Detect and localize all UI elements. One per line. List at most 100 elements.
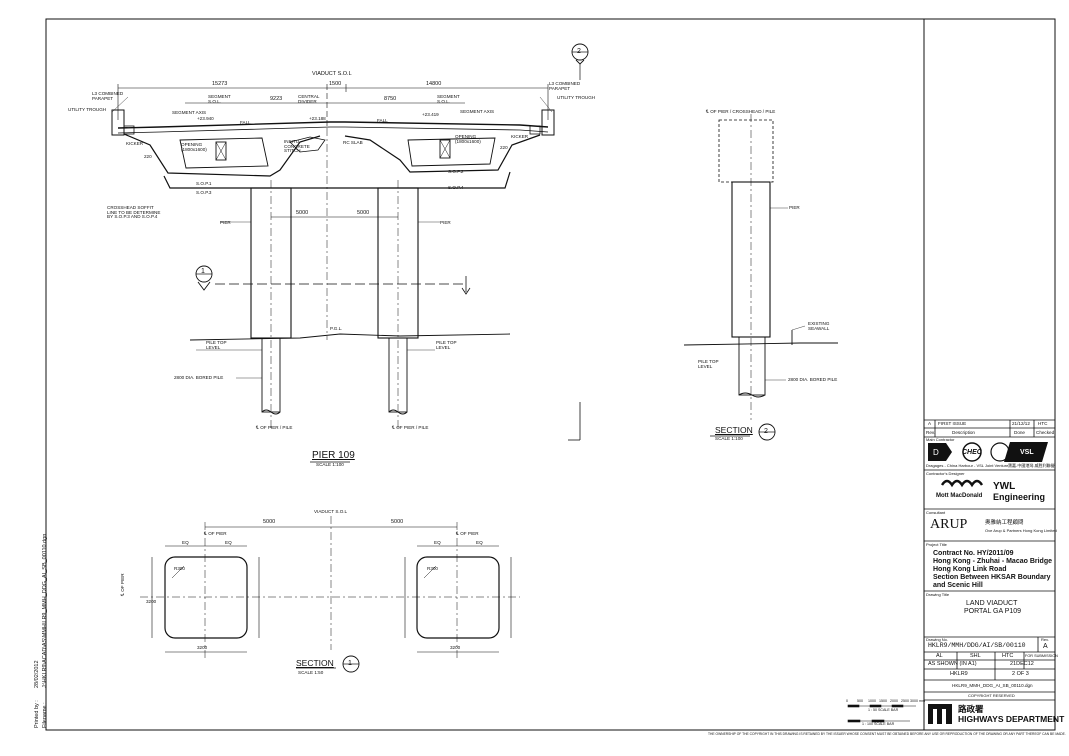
drawing-no-label: Drawing No. bbox=[926, 637, 949, 642]
l3-parapet-left: L3 COMBINED PARAPET bbox=[92, 91, 124, 101]
l3-parapet-right: L3 COMBINED PARAPET bbox=[549, 81, 581, 91]
hyd-logo bbox=[928, 704, 952, 724]
project-label: Project Title bbox=[926, 542, 947, 547]
fall-left: FALL bbox=[240, 120, 251, 125]
section1-title: SECTION bbox=[296, 658, 334, 668]
dim-mid: 1500 bbox=[329, 81, 342, 87]
section1-num: 1 bbox=[348, 660, 352, 667]
hyd-en: HIGHWAYS DEPARTMENT bbox=[958, 714, 1065, 724]
jv-logo-2: CHEC bbox=[962, 449, 982, 456]
dim-seg-left: 9223 bbox=[270, 96, 283, 102]
section2-num: 2 bbox=[764, 428, 768, 435]
designer-label: Contractor's Designer bbox=[926, 471, 965, 476]
segment-sol-right: SEGMENT S.O.L. bbox=[437, 94, 460, 104]
cl-pier-pile-right: ℄ OF PIER / PILE bbox=[392, 425, 429, 430]
sop-3: S.O.P.3 bbox=[196, 190, 212, 195]
project-line-4: and Scenic Hill bbox=[933, 582, 983, 589]
pier-label-right: PIER bbox=[440, 220, 451, 225]
drawing-title-label: Drawing Title bbox=[926, 592, 950, 597]
cad-file: HKLR9_MMH_DDG_AI_SB_00110.dgn bbox=[952, 683, 1033, 688]
sop-4: S.O.P.4 bbox=[448, 185, 464, 190]
section1-dim-5000a: 5000 bbox=[263, 519, 276, 525]
r300-left: R300 bbox=[174, 566, 185, 571]
pile-top-left: PILE TOP LEVEL bbox=[206, 340, 227, 350]
central-divider: CENTRAL DIVIDER bbox=[298, 94, 320, 104]
scale-bar-label: 1 : 50 SCALE BAR bbox=[868, 708, 899, 712]
section2-pile-top: PILE TOP LEVEL bbox=[698, 359, 719, 369]
scale-tick-6: 3000 mm bbox=[910, 699, 925, 703]
scale-tick-2: 1000 bbox=[868, 699, 876, 703]
title-block-lines bbox=[924, 419, 1055, 701]
scale-bar bbox=[847, 704, 916, 723]
scale-tick-0: 0 bbox=[846, 699, 848, 703]
section2-scale: SCALE 1:100 bbox=[715, 436, 743, 441]
drawn-by: AL bbox=[936, 653, 943, 659]
ywl-2: Engineering bbox=[993, 492, 1046, 502]
rev-value: A bbox=[1043, 643, 1048, 650]
dim-3200-left: 3200 bbox=[197, 645, 208, 650]
pier-scale: SCALE 1:100 bbox=[316, 462, 344, 467]
crosshead-note: CROSSHEAD SOFFIT LINE TO BE DETERMINE BY… bbox=[107, 205, 161, 220]
sheet-border bbox=[45, 18, 1056, 731]
pier-title: PIER 109 bbox=[312, 450, 355, 461]
designed-by: SHL bbox=[970, 653, 981, 659]
footer-copyright-note: THE OWNERSHIP OF THE COPYRIGHT IN THIS D… bbox=[708, 732, 1066, 736]
copyright-reserved: COPYRIGHT RESERVED bbox=[968, 693, 1015, 698]
dim-right: 14800 bbox=[426, 81, 442, 87]
sop-1: S.O.P.1 bbox=[196, 181, 212, 186]
scale-tick-4: 2000 bbox=[890, 699, 898, 703]
filename-label: Filename : bbox=[42, 702, 48, 728]
scale-tick-1: 500 bbox=[857, 699, 863, 703]
segment-sol-left: SEGMENT S.O.L. bbox=[208, 94, 231, 104]
scale-bar-label-2: 1 : 100 SCALE BAR bbox=[862, 722, 895, 726]
eq-top-right-a: EQ bbox=[434, 540, 441, 545]
segment-axis-right: SEGMENT AXIS bbox=[460, 109, 495, 114]
cl-pier-pile-left: ℄ OF PIER / PILE bbox=[256, 425, 293, 430]
scale-tick-3: 1500 bbox=[879, 699, 887, 703]
hyd-cn: 路政署 bbox=[958, 704, 984, 714]
arup-cn: 奧雅納工程顧問 bbox=[985, 520, 1024, 526]
print-date: 28/02/2012 bbox=[34, 660, 40, 688]
contract-no: Contract No. HY/2011/09 bbox=[933, 550, 1014, 557]
utility-trough-left: UTILITY TROUGH bbox=[68, 107, 107, 112]
pgl-label: P.G.L. bbox=[330, 326, 343, 331]
jv-cn: 寶嘉-中國港灣-威胜利聯營 bbox=[1008, 463, 1055, 468]
section-2 bbox=[683, 114, 838, 441]
jv-logo-3: VSL bbox=[1020, 449, 1034, 456]
pile-top-right: PILE TOP LEVEL bbox=[436, 340, 457, 350]
insitu-stitch: INSITU CONCRETE STITCH bbox=[284, 139, 310, 154]
checked-by: HTC bbox=[1002, 653, 1014, 659]
dim-3200-vertical: 3200 bbox=[146, 599, 157, 604]
dim-220-left: 220 bbox=[144, 154, 152, 159]
project-line-1: Hong Kong - Zhuhai - Macao Bridge bbox=[933, 558, 1052, 565]
utility-trough-right: UTILITY TROUGH bbox=[557, 95, 596, 100]
bored-pile-label: 2800 DIA. BORED PILE bbox=[174, 375, 224, 380]
eq-top-left-b: EQ bbox=[225, 540, 232, 545]
drawing-title-1: LAND VIADUCT bbox=[966, 600, 1018, 607]
rev-head-chk: Checked bbox=[1036, 430, 1055, 435]
fall-right: FALL bbox=[377, 118, 388, 123]
scale-tick-5: 2500 bbox=[901, 699, 909, 703]
rev-label: Rev. bbox=[1041, 637, 1049, 642]
arup-logo: ARUP bbox=[930, 517, 968, 532]
segment-axis-left: SEGMENT AXIS bbox=[172, 110, 207, 115]
section2-pier: PIER bbox=[789, 205, 800, 210]
callout-left: 1 bbox=[201, 268, 205, 275]
dim-left: 15273 bbox=[212, 81, 228, 87]
level-1: +23.940 bbox=[197, 116, 214, 121]
jv-logo-1: D bbox=[933, 448, 939, 457]
eq-top-right-b: EQ bbox=[476, 540, 483, 545]
date-value: 21DEC12 bbox=[1010, 661, 1034, 667]
rev-row-date: 21/12/12 bbox=[1012, 421, 1030, 426]
sop-2: S.O.P.2 bbox=[448, 169, 464, 174]
dim-5000-a: 5000 bbox=[296, 210, 309, 216]
project-line-2: Hong Kong Link Road bbox=[933, 566, 1007, 573]
ywl-1: YWL bbox=[993, 481, 1016, 492]
opening-right: OPENING (1800x1600) bbox=[455, 134, 481, 144]
rev-head-desc: Description bbox=[952, 430, 975, 435]
main-contractor-label: Main Contractor bbox=[926, 437, 955, 442]
rev-row-desc: FIRST ISSUE bbox=[938, 421, 967, 426]
mott-macdonald: Mott MacDonald bbox=[936, 493, 983, 499]
viaduct-sol-label: VIADUCT S.O.L bbox=[312, 71, 352, 77]
